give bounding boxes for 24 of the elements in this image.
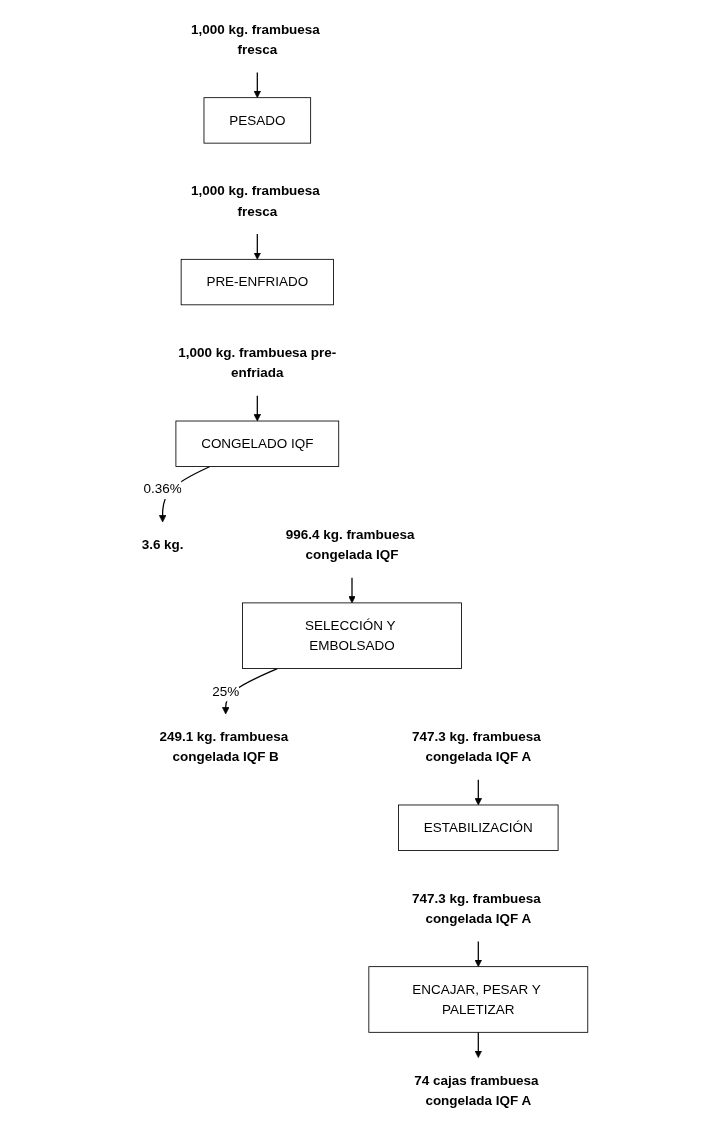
arrow [474, 779, 482, 806]
node-box: SELECCIÓN Y EMBOLSADO [241, 602, 462, 669]
edge-label: 25% [211, 683, 239, 699]
arrow [253, 71, 261, 98]
arrow [347, 577, 356, 604]
node-text: 747.3 kg. frambuesa congelada IQF A [411, 729, 541, 764]
node-text: 3.6 kg. [141, 537, 184, 552]
arrow [253, 233, 261, 260]
node-box: PRE-ENFRIADO [180, 258, 334, 306]
node-text: 249.1 kg. frambuesa congelada IQF B [158, 729, 288, 764]
node-box: ESTABILIZACIÓN [397, 804, 558, 851]
node-text: 1,000 kg. frambuesa fresca [190, 21, 320, 57]
node-text: 74 cajas frambuesa congelada IQF A [413, 1072, 539, 1108]
arrow [474, 940, 482, 967]
edge-label: 0.36% [143, 481, 182, 496]
arrow [474, 1031, 482, 1058]
node-text: 996.4 kg. frambuesa congelada IQF [285, 527, 415, 562]
node-text: 1,000 kg. frambuesa pre-enfriada [177, 345, 336, 380]
node-text: 1,000 kg. frambuesa fresca [190, 183, 320, 219]
node-text: 747.3 kg. frambuesa congelada IQF A [411, 890, 541, 926]
node-box: ENCAJAR, PESAR Y PALETIZAR [367, 966, 588, 1033]
node-box: CONGELADO IQF [175, 420, 339, 467]
node-box: PESADO [203, 97, 311, 144]
arrow [253, 395, 261, 422]
